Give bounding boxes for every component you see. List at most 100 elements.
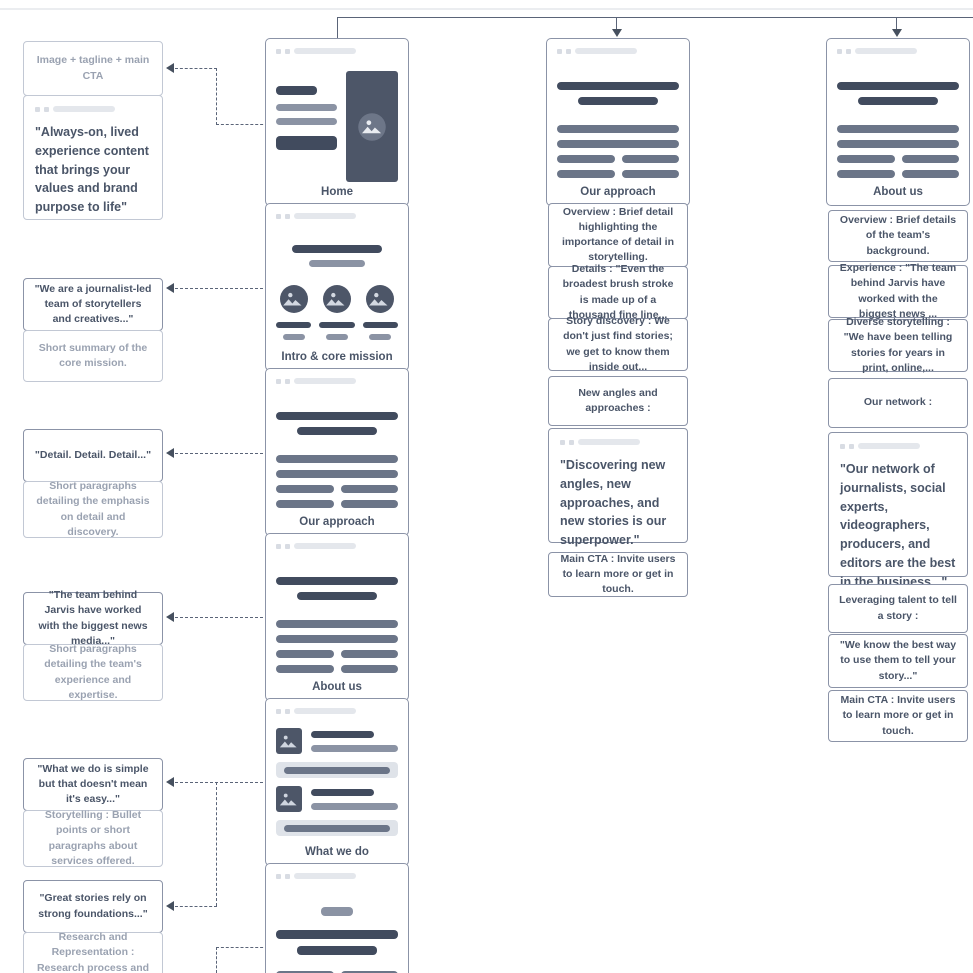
approach-card-new-angles[interactable]: New angles and approaches : xyxy=(548,376,688,426)
window-dot-icon xyxy=(276,378,281,384)
wireframe-page-our-approach[interactable]: Our approach xyxy=(265,368,409,536)
heading-bar xyxy=(276,86,318,95)
photo-icon xyxy=(358,112,386,141)
image-placeholder xyxy=(366,285,395,313)
card-title-bar xyxy=(362,322,398,328)
photo-icon xyxy=(282,292,302,306)
list-item xyxy=(276,728,398,754)
cta-button-bar[interactable] xyxy=(276,136,337,150)
left-quote-card-6[interactable]: "Great stories rely on strong foundation… xyxy=(23,880,163,933)
left-note-label-1[interactable]: Image + tagline + main CTA xyxy=(23,41,163,96)
window-dot-icon xyxy=(285,378,290,384)
list-text-bar xyxy=(311,745,398,752)
left-quote-card-3[interactable]: "Detail. Detail. Detail..." xyxy=(23,429,163,482)
about-card-experience[interactable]: Experience : "The team behind Jarvis hav… xyxy=(828,262,968,320)
url-placeholder-bar xyxy=(294,873,356,879)
text-line-bar xyxy=(276,665,334,673)
wireframe-caption-about: About us xyxy=(873,186,923,198)
eyebrow-pill-bar xyxy=(321,907,353,916)
text-line-bar xyxy=(621,155,679,163)
text-line-bar xyxy=(901,155,959,163)
window-dot-icon xyxy=(276,873,281,879)
window-dot-icon xyxy=(285,543,290,549)
left-desc-card-4[interactable]: Short paragraphs detailing the team's ex… xyxy=(23,643,163,701)
subheading-bar xyxy=(296,592,378,600)
about-card-best-way-quote[interactable]: "We know the best way to use them to tel… xyxy=(828,634,968,688)
text-line-bar xyxy=(276,485,334,493)
approach-card-story-discovery[interactable]: Story discovery : We don't just find sto… xyxy=(548,315,688,373)
wireframe-page-intro[interactable]: Intro & core mission xyxy=(265,203,409,371)
dashed-arrow-5-icon xyxy=(166,777,174,787)
text-line-bar xyxy=(837,125,959,133)
photo-icon xyxy=(326,292,345,306)
dashed-connector-1-upper xyxy=(175,68,217,69)
dashed-connector-3 xyxy=(175,453,268,454)
list-item xyxy=(276,786,398,812)
dashed-connector-6 xyxy=(175,906,217,907)
text-line-bar xyxy=(837,155,895,163)
wireframe-caption-intro: Intro & core mission xyxy=(281,351,393,363)
dashed-arrow-6-icon xyxy=(166,901,174,911)
band-text-bar xyxy=(284,766,390,774)
content-band xyxy=(276,820,398,836)
text-line-bar xyxy=(621,170,679,178)
text-line-bar xyxy=(340,650,398,658)
flow-connector-down-about xyxy=(896,17,898,31)
text-line-bar xyxy=(276,104,337,111)
left-desc-card-5[interactable]: Storytelling : Bullet points or short pa… xyxy=(23,809,163,867)
heading-bar xyxy=(276,930,398,939)
url-placeholder-bar xyxy=(855,48,917,54)
text-line-bar xyxy=(276,455,398,463)
dashed-connector-5 xyxy=(175,782,268,783)
about-card-diverse-storytelling[interactable]: Diverse storytelling : "We have been tel… xyxy=(828,316,968,374)
wireframe-page-about-column[interactable]: About us xyxy=(826,38,970,206)
window-dot-icon xyxy=(557,48,562,54)
left-desc-card-3[interactable]: Short paragraphs detailing the emphasis … xyxy=(23,480,163,538)
list-title-bar xyxy=(311,789,374,796)
left-desc-card-6[interactable]: Research and Representation : Research p… xyxy=(23,931,163,973)
text-line-bar xyxy=(276,971,334,973)
subheading-bar xyxy=(857,97,939,105)
approach-quote-card[interactable]: "Discovering new angles, new approaches,… xyxy=(548,428,688,547)
approach-card-main-cta[interactable]: Main CTA : Invite users to learn more or… xyxy=(548,552,688,597)
canvas-top-divider xyxy=(0,8,973,10)
wireframe-body xyxy=(276,60,398,183)
approach-card-details[interactable]: Details : "Even the broadest brush strok… xyxy=(548,263,688,321)
window-dot-icon xyxy=(276,708,281,714)
about-quote-card[interactable]: "Our network of journalists, social expe… xyxy=(828,432,968,589)
wireframe-page-what-we-do[interactable]: What we do xyxy=(265,698,409,866)
dashed-arrow-1-icon xyxy=(166,63,174,73)
about-card-overview[interactable]: Overview : Brief details of the team's b… xyxy=(828,210,968,262)
card-title-bar xyxy=(276,322,312,328)
wireframe-page-bottom-partial[interactable] xyxy=(265,863,409,973)
dashed-connector-1-lower xyxy=(216,124,268,125)
dashed-connector-5-6-vertical xyxy=(216,782,217,906)
text-line-bar xyxy=(276,650,334,658)
left-desc-card-2[interactable]: Short summary of the core mission. xyxy=(23,330,163,382)
left-quote-card-5[interactable]: "What we do is simple but that doesn't m… xyxy=(23,758,163,811)
text-line-bar xyxy=(340,665,398,673)
about-card-leveraging-talent[interactable]: Leveraging talent to tell a story : xyxy=(828,584,968,633)
window-dot-icon xyxy=(285,48,290,54)
about-card-main-cta[interactable]: Main CTA : Invite users to learn more or… xyxy=(828,690,968,742)
text-line-bar xyxy=(276,470,398,478)
wireframe-body xyxy=(276,885,398,973)
wireframe-page-home[interactable]: Home xyxy=(265,38,409,206)
approach-card-overview[interactable]: Overview : Brief detail highlighting the… xyxy=(548,203,688,267)
heading-bar xyxy=(276,577,398,585)
photo-icon xyxy=(279,735,297,748)
text-line-bar xyxy=(340,500,398,508)
about-card-our-network[interactable]: Our network : xyxy=(828,378,968,428)
left-quote-card-2[interactable]: "We are a journalist-led team of storyte… xyxy=(23,278,163,331)
left-quote-card-4[interactable]: "The team behind Jarvis have worked with… xyxy=(23,589,163,647)
wireframe-page-approach-column[interactable]: Our approach xyxy=(546,38,690,206)
url-placeholder-bar xyxy=(294,708,356,714)
window-dot-icon xyxy=(285,213,290,219)
band-text-bar xyxy=(284,824,390,832)
wireframe-body xyxy=(837,60,959,183)
window-dot-icon xyxy=(566,48,571,54)
left-quote-card-1[interactable]: "Always-on, lived experience content tha… xyxy=(23,95,163,220)
wireframe-page-about-us[interactable]: About us xyxy=(265,533,409,701)
url-placeholder-bar xyxy=(578,439,640,445)
